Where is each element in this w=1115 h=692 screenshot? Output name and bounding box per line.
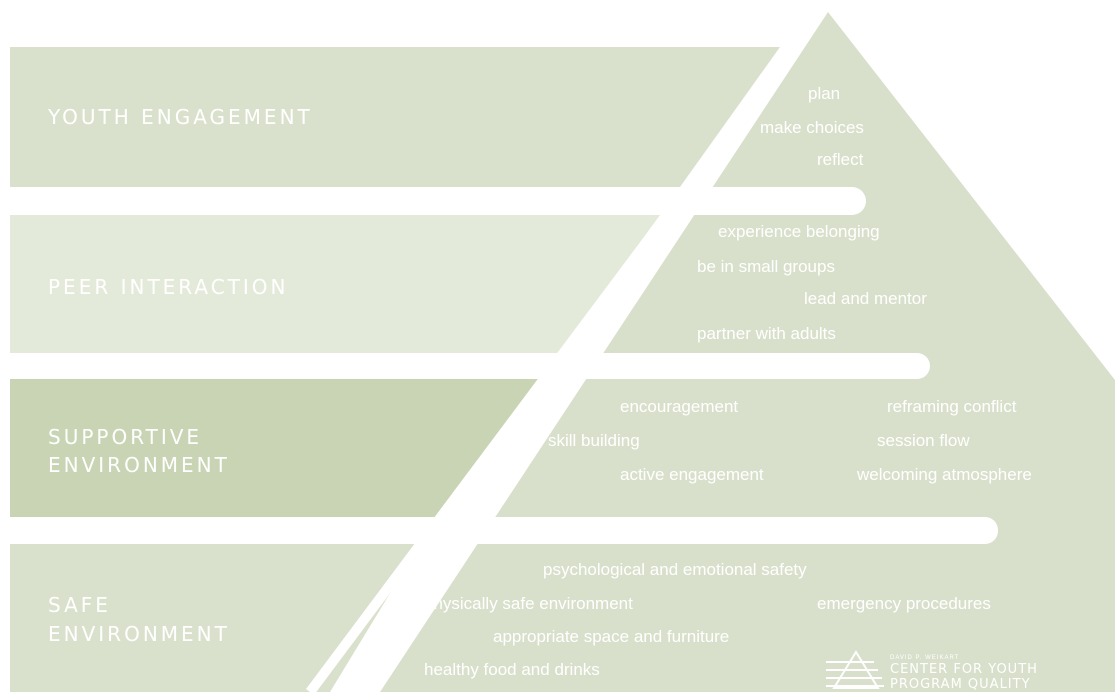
item-experience-belonging: experience belonging [718,222,880,241]
supportive-environment-label-line2: ENVIRONMENT [48,453,230,477]
item-reflect: reflect [817,150,864,169]
band-youth-engagement [10,47,780,187]
band-safe-environment [10,544,420,692]
safe-environment-label-line1: SAFE [48,593,111,617]
item-plan: plan [808,84,840,103]
item-active-engagement: active engagement [620,465,764,484]
center-for-youth-program-quality-logo: DAVID P. WEIKART CENTER FOR YOUTH PROGRA… [826,650,1038,692]
youth-engagement-label: YOUTH ENGAGEMENT [47,105,313,129]
band-supportive-environment [10,379,540,517]
item-be-in-small-groups: be in small groups [697,257,835,276]
pyramid-diagonal-line [305,47,795,692]
item-physically-safe-environment: physically safe environment [424,594,633,613]
band-peer-interaction [10,215,660,353]
peer-interaction-label: PEER INTERACTION [48,275,289,299]
safe-environment-label-line2: ENVIRONMENT [48,622,230,646]
item-reframing-conflict: reframing conflict [887,397,1017,416]
item-psychological-emotional-safety: psychological and emotional safety [543,560,807,579]
item-session-flow: session flow [877,431,970,450]
item-skill-building: skill building [548,431,640,450]
item-make-choices: make choices [760,118,864,137]
separator-2 [0,353,930,379]
item-encouragement: encouragement [620,397,738,416]
supportive-environment-label-line1: SUPPORTIVE [48,425,202,449]
item-emergency-procedures: emergency procedures [817,594,991,613]
item-healthy-food-drinks: healthy food and drinks [424,660,600,679]
logo-line2: PROGRAM QUALITY [890,677,1031,692]
logo-line1: CENTER FOR YOUTH [890,662,1038,677]
item-welcoming-atmosphere: welcoming atmosphere [856,465,1032,484]
item-appropriate-space-furniture: appropriate space and furniture [493,627,729,646]
item-partner-with-adults: partner with adults [697,324,836,343]
pyramid-logo-icon [826,650,884,689]
logo-small-text: DAVID P. WEIKART [890,655,959,661]
item-lead-and-mentor: lead and mentor [804,289,927,308]
separator-1 [0,187,866,215]
separator-3 [0,517,998,544]
